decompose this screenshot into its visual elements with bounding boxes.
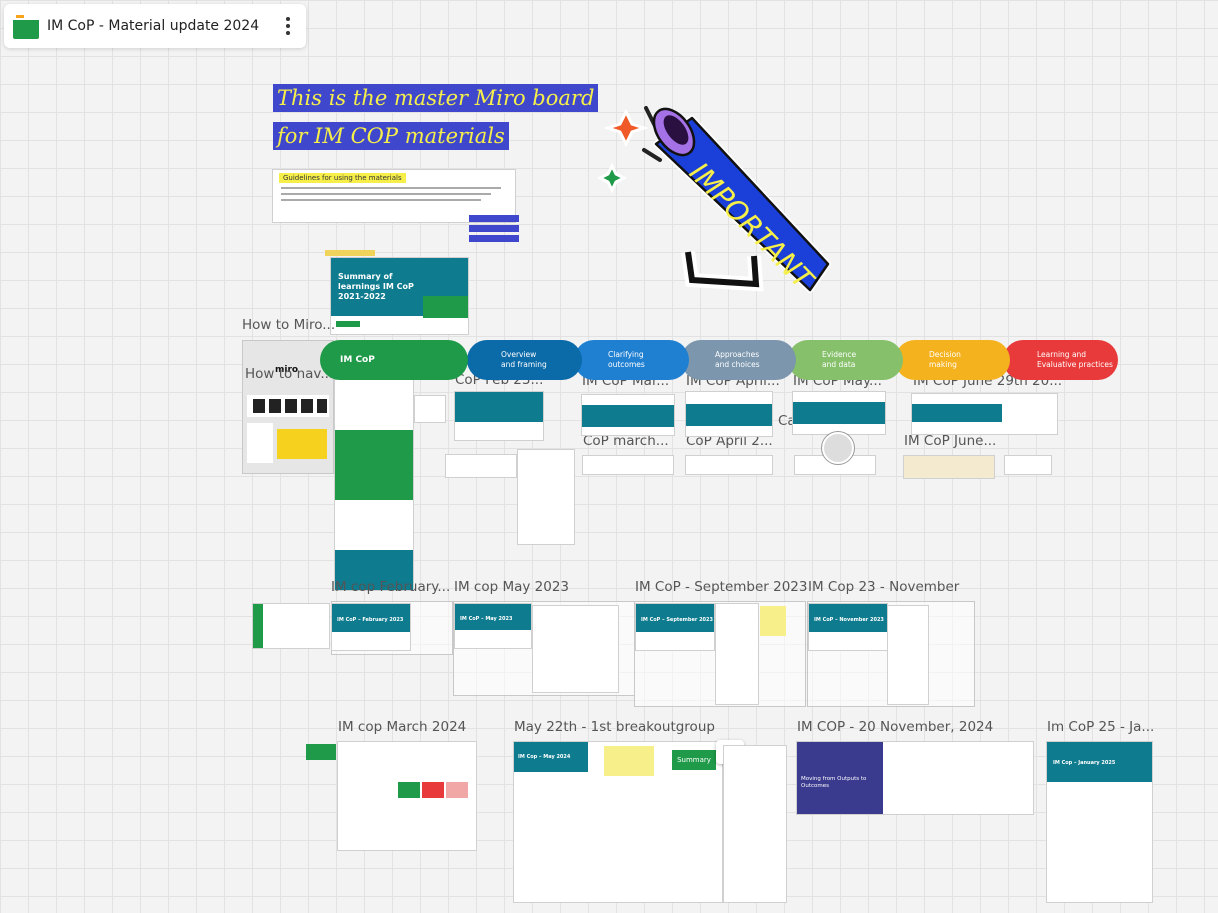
frame-label-how-to-miro[interactable]: How to Miro... (242, 317, 336, 333)
feb23-thumbs[interactable] (446, 455, 516, 477)
frame-may22[interactable]: IM Cop – May 2024 Summary (514, 742, 722, 902)
board-header[interactable]: IM CoP - Material update 2024 (4, 4, 306, 48)
module1-column[interactable] (335, 380, 413, 590)
frame-label-nov23[interactable]: IM Cop 23 - November (808, 579, 960, 595)
frame-label-june-short[interactable]: IM CoP June... (904, 433, 997, 449)
frame-label-jan25[interactable]: Im CoP 25 - Ja... (1047, 719, 1155, 735)
board-title[interactable]: IM CoP - Material update 2024 (47, 18, 260, 34)
guidelines-card[interactable]: Guidelines for using the materials (273, 170, 515, 222)
guideline-link-3[interactable] (469, 235, 519, 242)
module-slide-may[interactable] (793, 392, 885, 434)
module-thumbs-june[interactable] (904, 456, 994, 478)
feb23-column[interactable] (518, 450, 574, 544)
nav-segment-4-line2: and data (822, 360, 856, 369)
module-thumbs-april[interactable] (686, 456, 772, 474)
module-thumbs-may[interactable] (795, 456, 875, 474)
slide-feb-title: IM CoP – February 2023 (337, 617, 404, 623)
guidelines-heading: Guidelines for using the materials (279, 173, 406, 183)
nav-segment-3-line1: Approaches (715, 350, 760, 359)
nav-segment-6-line2: Evaluative practices (1037, 360, 1113, 369)
nav-segment-5-line2: making (929, 360, 957, 369)
module-slide-march[interactable] (582, 395, 674, 435)
frame-label-cop-april2[interactable]: CoP April 2... (686, 433, 773, 449)
sep2023-sticky[interactable] (760, 606, 786, 636)
frame-jan25[interactable]: IM Cop – January 2025 (1047, 742, 1152, 902)
module-slide-feb23[interactable] (455, 392, 543, 440)
summary-card[interactable]: Summary of learnings IM CoP 2021-2022 (331, 258, 468, 334)
frame-nov2024[interactable]: Moving from Outputs to Outcomes (797, 742, 1033, 814)
master-title-line2: for IM COP materials (273, 122, 509, 150)
nav-segment-1-line1: Overview (501, 350, 537, 359)
feb-notes[interactable] (253, 604, 329, 648)
master-title-line1: This is the master Miro board (273, 84, 599, 112)
nav-segment-2-line1: Clarifying (608, 350, 644, 359)
avatar[interactable] (822, 432, 854, 464)
slide-may24-title: IM Cop – May 2024 (518, 754, 571, 760)
frame-label-march2024[interactable]: IM cop March 2024 (338, 719, 467, 735)
nav-segment-1-line2: and framing (501, 360, 547, 369)
frame-label-nov2024[interactable]: IM COP - 20 November, 2024 (797, 719, 994, 735)
miro-word: miro (275, 365, 299, 375)
frame-label-may22[interactable]: May 22th - 1st breakoutgroup (514, 719, 715, 735)
module-thumbs-june-2[interactable] (1005, 456, 1051, 474)
slide-feb[interactable]: IM CoP – February 2023 (332, 604, 410, 650)
frame-label-cop-march[interactable]: CoP march... (583, 433, 669, 449)
megaphone-icon: IMPORTANT (596, 106, 831, 297)
frame-label-how-to-nav[interactable]: How to nav... (245, 366, 334, 382)
nov23-content[interactable] (888, 606, 928, 704)
module-slide-june[interactable] (912, 394, 1057, 434)
nav-segment-6-line1: Learning and (1037, 350, 1087, 359)
may2023-content[interactable] (533, 606, 618, 692)
summary-card-title: Summary of learnings IM CoP 2021-2022 (338, 272, 414, 301)
slide-may2023[interactable]: IM CoP – May 2023 (455, 604, 531, 648)
frame-march2024[interactable] (338, 742, 476, 850)
nav-logo-text: IM CoP (340, 355, 375, 365)
kebab-menu-icon[interactable] (286, 17, 290, 35)
slide-nov23[interactable]: IM CoP – November 2023 (809, 604, 887, 650)
slide-jan-title: IM Cop – January 2025 (1053, 760, 1116, 766)
nav-segment-5-line1: Decision (929, 350, 961, 359)
module1-side-slide[interactable] (415, 396, 445, 422)
board-logo-icon (13, 13, 39, 39)
nav-segment-2-line2: outcomes (608, 360, 645, 369)
summary-tag (325, 250, 375, 256)
slide-sep2023[interactable]: IM CoP – September 2023 (636, 604, 714, 650)
nav-segment-3-line2: and choices (715, 360, 760, 369)
frame-label-feb-full[interactable]: IM cop February... (331, 579, 451, 595)
may22-doc[interactable] (724, 746, 786, 902)
slide-sep2023-title: IM CoP – September 2023 (641, 617, 713, 623)
frame-label-sep2023[interactable]: IM CoP - September 2023 (635, 579, 808, 595)
how-to-nav-frame[interactable]: miro (242, 340, 334, 474)
slide-may2023-title: IM CoP – May 2023 (460, 616, 513, 622)
module-slide-april[interactable] (686, 392, 772, 436)
guideline-link-1[interactable] (469, 215, 519, 222)
module-thumbs-march[interactable] (583, 456, 673, 474)
guideline-link-2[interactable] (469, 225, 519, 232)
slide-nov23-title: IM CoP – November 2023 (814, 617, 884, 623)
sep2023-content[interactable] (716, 604, 758, 704)
march2024-tag (306, 744, 336, 760)
nav-segment-4-line1: Evidence (822, 350, 857, 359)
frame-label-may2023[interactable]: IM cop May 2023 (454, 579, 570, 595)
slide-nov24-title: Moving from Outputs to Outcomes (801, 776, 867, 789)
summary-arrow[interactable]: Summary (672, 750, 716, 770)
nav-logo-segment[interactable]: IM CoP (320, 340, 468, 380)
